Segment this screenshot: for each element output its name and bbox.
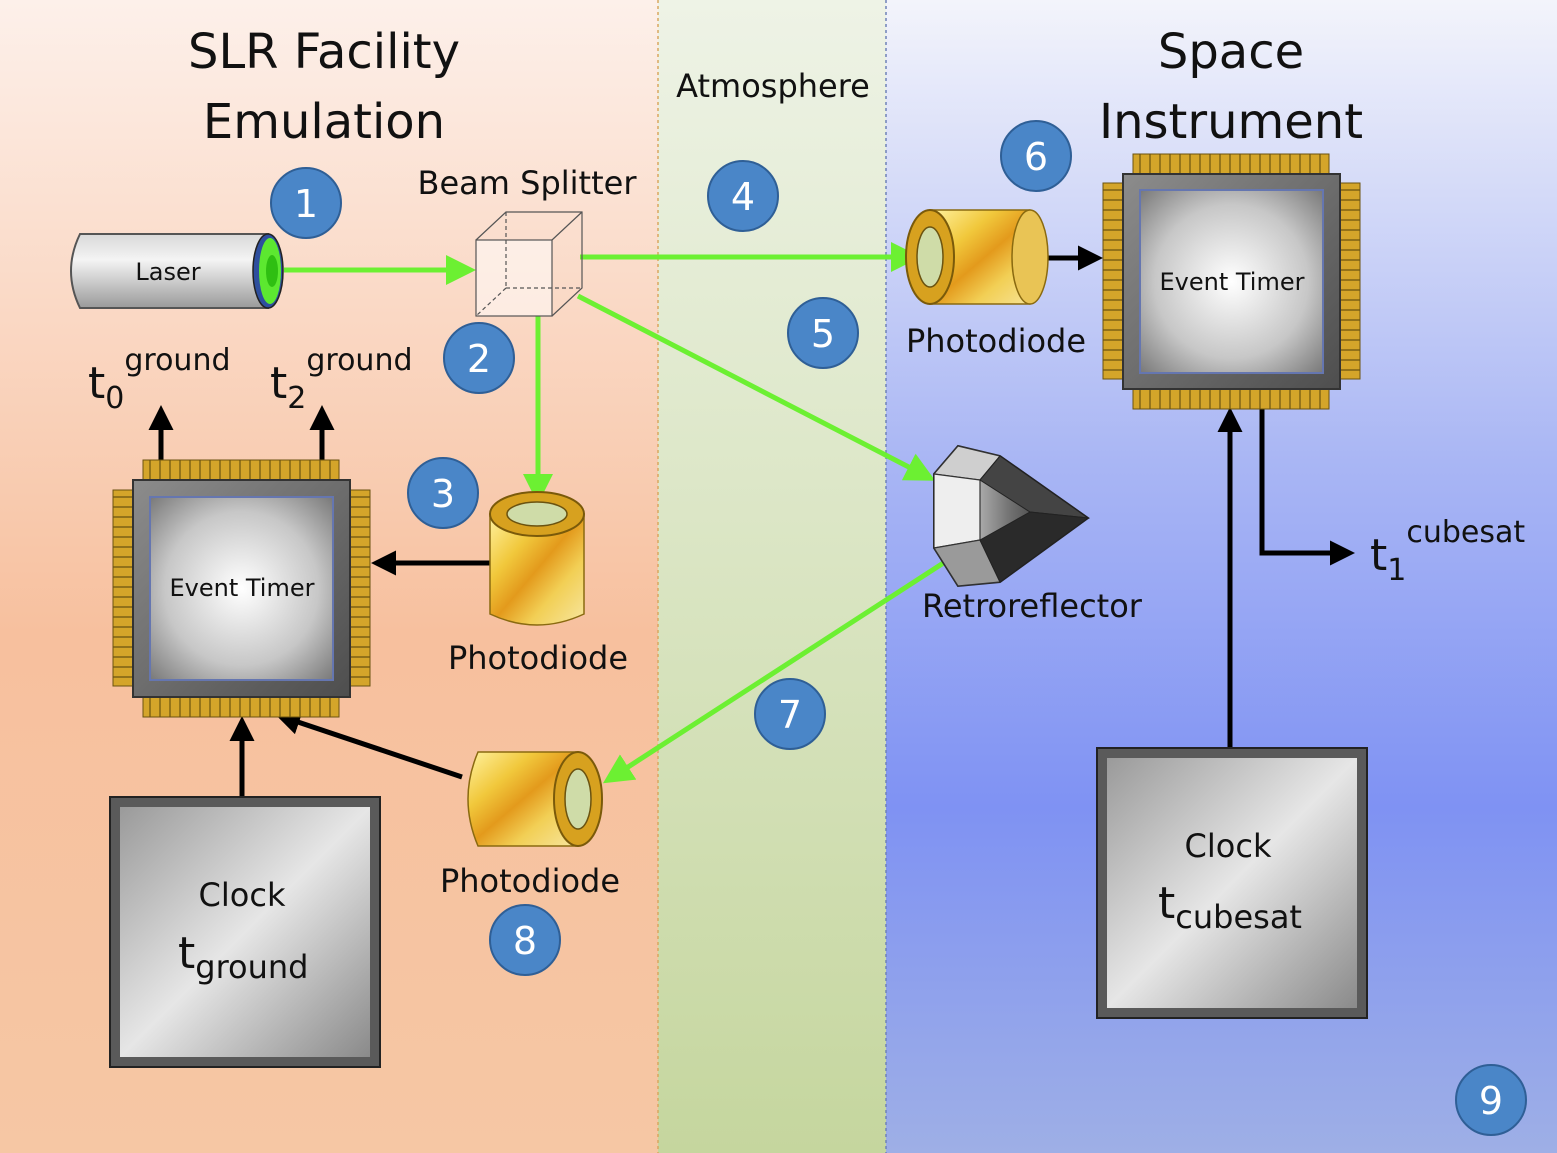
svg-text:2: 2: [467, 337, 491, 381]
timestamp-t1: t1cubesat: [1370, 515, 1525, 588]
photodiode-space: [905, 209, 1049, 305]
svg-text:6: 6: [1024, 135, 1048, 179]
beam-retroreflector-to-return-photodiode: [602, 557, 950, 784]
space-title-line1: Space: [1158, 24, 1304, 80]
beam-splitter-cube: [475, 211, 583, 317]
badge-4: 4: [707, 160, 779, 232]
svg-text:8: 8: [513, 919, 537, 963]
svg-text:3: 3: [431, 472, 455, 516]
photodiode-ground-return-label: Photodiode: [440, 862, 620, 900]
badge-7: 7: [754, 678, 826, 750]
atmosphere-region: [658, 0, 886, 1153]
beam-splitter-label: Beam Splitter: [418, 164, 638, 202]
ground-clock: Clock tground: [109, 796, 381, 1068]
space-event-timer-chip: Event Timer: [1102, 153, 1361, 410]
badge-8: 8: [489, 904, 561, 976]
space-clock-symbol: tcubesat: [1158, 878, 1302, 936]
atmosphere-title: Atmosphere: [676, 67, 870, 105]
badge-9: 9: [1455, 1064, 1527, 1136]
space-event-timer-label: Event Timer: [1160, 268, 1305, 296]
timestamp-t0: t0ground: [88, 343, 231, 416]
badge-1: 1: [270, 167, 342, 239]
ground-clock-label: Clock: [199, 876, 286, 914]
step-badges: 1 2 3 4 5 6 7 8 9: [270, 120, 1527, 1136]
space-clock-label: Clock: [1185, 827, 1272, 865]
ground-title-line1: SLR Facility: [188, 24, 460, 80]
badge-3: 3: [407, 457, 479, 529]
photodiode-ground-start: [489, 491, 585, 626]
svg-text:4: 4: [731, 175, 755, 219]
badge-6: 6: [1000, 120, 1072, 192]
space-clock: Clock tcubesat: [1096, 747, 1368, 1019]
signal-lines: [148, 245, 1355, 797]
timestamp-t2: t2ground: [270, 343, 413, 416]
retroreflector: [932, 444, 1090, 588]
svg-text:1: 1: [294, 182, 318, 226]
ground-clock-symbol: tground: [178, 928, 308, 986]
svg-text:5: 5: [811, 312, 835, 356]
signal-pd8-to-timer: [275, 710, 463, 780]
signal-t1-out: [1259, 408, 1355, 566]
photodiode-ground-return: [467, 751, 603, 847]
badge-5: 5: [787, 297, 859, 369]
photodiode-ground-start-label: Photodiode: [448, 639, 628, 677]
ground-event-timer-label: Event Timer: [170, 574, 315, 602]
beam-splitter-to-retroreflector: [576, 293, 936, 481]
retroreflector-label: Retroreflector: [922, 587, 1143, 625]
photodiode-space-label: Photodiode: [906, 322, 1086, 360]
laser: Laser: [70, 233, 284, 309]
space-title-line2: Instrument: [1099, 94, 1363, 150]
laser-label: Laser: [135, 258, 200, 286]
svg-text:9: 9: [1479, 1079, 1503, 1123]
ground-title-line2: Emulation: [203, 94, 445, 150]
laser-beams: [284, 242, 950, 784]
ground-event-timer-chip: Event Timer: [112, 459, 371, 718]
svg-text:7: 7: [778, 693, 802, 737]
badge-2: 2: [443, 322, 515, 394]
